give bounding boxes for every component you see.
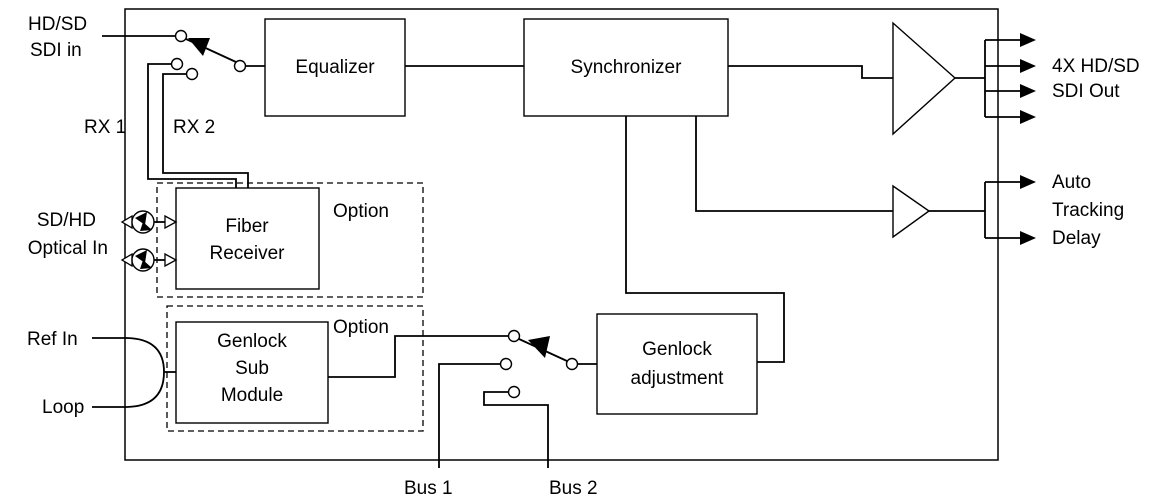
auto-tracking-fanout xyxy=(929,175,1036,245)
loop-label: Loop xyxy=(42,397,84,418)
rx1-label: RX 1 xyxy=(84,117,126,138)
fiber-receiver-label-line2: Receiver xyxy=(210,243,286,264)
fiber-option-label: Option xyxy=(333,201,389,222)
auto-tracking-label-line2: Tracking xyxy=(1052,200,1124,221)
bus2-wire xyxy=(483,391,549,468)
ref-loop-wire xyxy=(92,337,165,408)
tracking-amplifier xyxy=(892,184,931,239)
genlock-adjustment-label-line1: Genlock xyxy=(642,339,712,360)
sdi-output-amplifier xyxy=(892,21,957,136)
synchronizer-to-tracking-amp-wire xyxy=(695,116,893,212)
synchronizer-genlock-wire xyxy=(625,116,785,363)
equalizer-label: Equalizer xyxy=(295,57,375,78)
genlock-option-label: Option xyxy=(333,317,389,338)
fiber-option-frame xyxy=(156,182,424,298)
sdi-in-label-line2: SDI in xyxy=(30,40,82,61)
rx2-wire xyxy=(162,73,249,188)
auto-tracking-label-line1: Auto xyxy=(1052,172,1091,193)
optical-in-label-line2: Optical In xyxy=(28,238,108,259)
fiber-receiver-label-line1: Fiber xyxy=(225,216,269,237)
sdi-out-label-line1: 4X HD/SD xyxy=(1052,56,1140,77)
sdi-out-fanout xyxy=(955,33,1036,124)
genlock-sub-to-switch-wire xyxy=(328,335,508,378)
synchronizer-label: Synchronizer xyxy=(571,57,683,78)
bus1-wire xyxy=(438,363,500,468)
genlock-adjustment-label-line2: adjustment xyxy=(631,368,725,389)
genlock-adjustment-block xyxy=(596,313,758,415)
optical-in-label-line1: SD/HD xyxy=(37,210,96,231)
chassis-outline xyxy=(124,8,999,461)
auto-tracking-label-line3: Delay xyxy=(1052,228,1101,249)
equalizer-block xyxy=(264,18,406,117)
optical-connector-2 xyxy=(120,248,178,272)
input-selector-switch xyxy=(170,29,247,81)
genlock-sub-module-label-line3: Module xyxy=(221,385,283,406)
genlock-sub-module-label-line2: Sub xyxy=(235,358,269,379)
genlock-selector-switch xyxy=(499,329,579,399)
rx2-label: RX 2 xyxy=(173,117,215,138)
ref-in-label: Ref In xyxy=(27,329,78,350)
bus2-label: Bus 2 xyxy=(549,478,598,499)
synchronizer-to-output-amp-wire xyxy=(728,65,893,79)
rx1-wire xyxy=(147,63,237,188)
bus1-label: Bus 1 xyxy=(404,478,453,499)
genlock-sub-module-block xyxy=(175,321,329,424)
optical-connector-1 xyxy=(120,210,178,234)
genlock-sub-module-label-line1: Genlock xyxy=(217,331,287,352)
sdi-out-label-line2: SDI Out xyxy=(1052,81,1120,102)
sdi-in-label-line1: HD/SD xyxy=(28,14,87,35)
fiber-receiver-block xyxy=(175,187,320,290)
